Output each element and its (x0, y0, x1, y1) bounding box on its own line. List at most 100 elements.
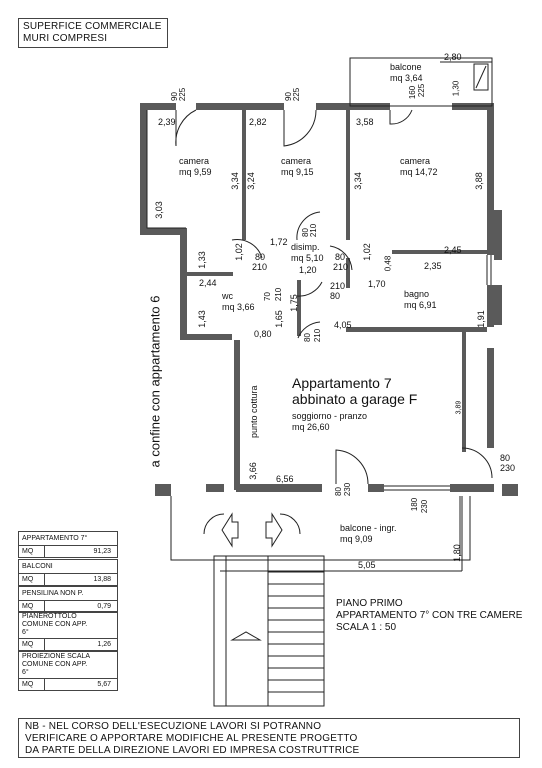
note-line-1: NB - NEL CORSO DELL'ESECUZIONE LAVORI SI… (25, 721, 322, 732)
door-arc-disimp-right (329, 245, 353, 271)
door-arc-balcony (335, 449, 369, 485)
wall-bottom-far (450, 484, 494, 492)
room-camera-3: camera mq 14,72 (400, 156, 438, 178)
dim-label: 3,58 (356, 117, 374, 127)
summary-value: 1,26 (97, 641, 111, 648)
wall-wc-bottom (180, 334, 232, 340)
summary-label-2: COMUNE CON APP. (22, 661, 88, 668)
wall-bottom-left (206, 484, 224, 492)
summary-label-3: 6° (22, 629, 29, 636)
room-area: mq 9,15 (281, 167, 314, 177)
dim-label: 225 (178, 87, 188, 102)
dim-label: 1,75 (288, 294, 299, 312)
wall-left-upper (140, 103, 147, 228)
apartment-line-1: Appartamento 7 (292, 375, 392, 391)
door-arc-wc (296, 281, 323, 297)
dim-label: 160 (408, 85, 418, 100)
summary-unit: MQ (19, 639, 45, 650)
wall-right-stub-2 (494, 285, 502, 325)
summary-label: PROIEZIONE SCALA COMUNE CON APP. 6° (19, 652, 117, 679)
floor-note-line-1: PIANO PRIMO (336, 598, 403, 609)
column-right (502, 484, 518, 496)
dim-label: 230 (500, 463, 516, 473)
dim-label: 1,02 (361, 243, 372, 261)
dim-label: 2,35 (424, 261, 442, 271)
room-camera-1: camera mq 9,59 (179, 156, 212, 178)
summary-label-1: PROIEZIONE SCALA (22, 653, 91, 660)
stair-steps (268, 571, 324, 693)
dim-label: 3,03 (153, 201, 164, 219)
room-name: balcone (390, 62, 422, 72)
room-area: mq 5,10 (291, 253, 324, 263)
dim-label: 210 (252, 262, 268, 272)
summary-unit: MQ (19, 601, 45, 612)
dim-label: 1,02 (233, 243, 244, 261)
summary-unit: MQ (19, 574, 45, 585)
note-line-2: VERIFICARE O APPORTARE MODIFICHE AL PRES… (25, 733, 358, 744)
dim-label: 1,20 (299, 265, 317, 275)
room-name: balcone - ingr. (340, 523, 397, 533)
entry-arrow-right (265, 512, 283, 548)
wall-wc-right (297, 280, 301, 336)
wall-bottom-mid (236, 484, 322, 492)
entry-door-left (203, 513, 225, 535)
summary-label-2: COMUNE CON APP. (22, 621, 88, 628)
dim-label: 2,45 (444, 245, 462, 255)
dim-label: 3,66 (247, 462, 258, 480)
entry-arrow-left (221, 512, 239, 548)
room-name: wc (222, 291, 233, 301)
dim-label: 80 (330, 291, 341, 301)
summary-balconi: BALCONI MQ 13,88 (18, 559, 118, 586)
summary-label: APPARTAMENTO 7° (19, 532, 117, 546)
dim-label: 2,39 (158, 117, 176, 127)
room-disimp: disimp. mq 5,10 (291, 242, 324, 264)
summary-value: 0,79 (97, 603, 111, 610)
summary-value: 5,67 (97, 681, 111, 688)
balcone-top-planter-diag (475, 65, 487, 89)
apartment-line-2: abbinato a garage F (292, 391, 418, 407)
floor-note: PIANO PRIMO APPARTAMENTO 7° CON TRE CAME… (336, 598, 522, 634)
stair-outline (213, 555, 325, 707)
dim-label: 210 (309, 223, 319, 238)
dim-label: 0,80 (254, 329, 272, 339)
walls (140, 103, 518, 496)
wall-bagno-bottom (346, 327, 487, 332)
entry-door-right (279, 513, 301, 535)
dim-label: 3,34 (229, 172, 240, 190)
stair-arrow (230, 631, 262, 641)
door-arc-camera2 (283, 109, 317, 147)
construction-note: NB - NEL CORSO DELL'ESECUZIONE LAVORI SI… (18, 718, 520, 758)
punto-cottura-label: punto cottura (249, 385, 259, 438)
room-balcone-top: balcone mq 3,64 (390, 62, 423, 84)
dim-label: 3,34 (352, 172, 363, 190)
wall-camera1-camera2 (242, 110, 246, 240)
dim-label: 225 (417, 83, 427, 98)
room-name: bagno (404, 289, 430, 299)
balcone-top-outline (349, 57, 493, 107)
room-balcone-ingr: balcone - ingr. mq 9,09 (340, 523, 397, 545)
dim-label: 5,05 (358, 560, 376, 570)
dim-label: 1,70 (368, 279, 386, 289)
wall-right-mid (487, 285, 494, 327)
wall-right-low (487, 348, 494, 448)
summary-value: 13,88 (93, 576, 111, 583)
room-name: disimp. (291, 242, 320, 252)
dim-label: 1,91 (475, 310, 486, 328)
summary-label: BALCONI (19, 560, 117, 574)
summary-label-3: 6° (22, 669, 29, 676)
balcone-ingr-outline (170, 496, 471, 561)
dim-label: 210 (274, 287, 284, 302)
dim-label: 2,44 (199, 278, 217, 288)
room-name: camera (400, 156, 431, 166)
wall-soggiorno-right (462, 332, 466, 452)
dim-label: 80 (335, 252, 346, 262)
dim-label: 1,80 (451, 544, 462, 562)
wall-camera2-camera3 (346, 110, 350, 240)
door-arc-camera3 (389, 109, 413, 125)
room-area: mq 9,59 (179, 167, 212, 177)
dim-label: 225 (292, 87, 302, 102)
door-arc-right (461, 447, 493, 479)
